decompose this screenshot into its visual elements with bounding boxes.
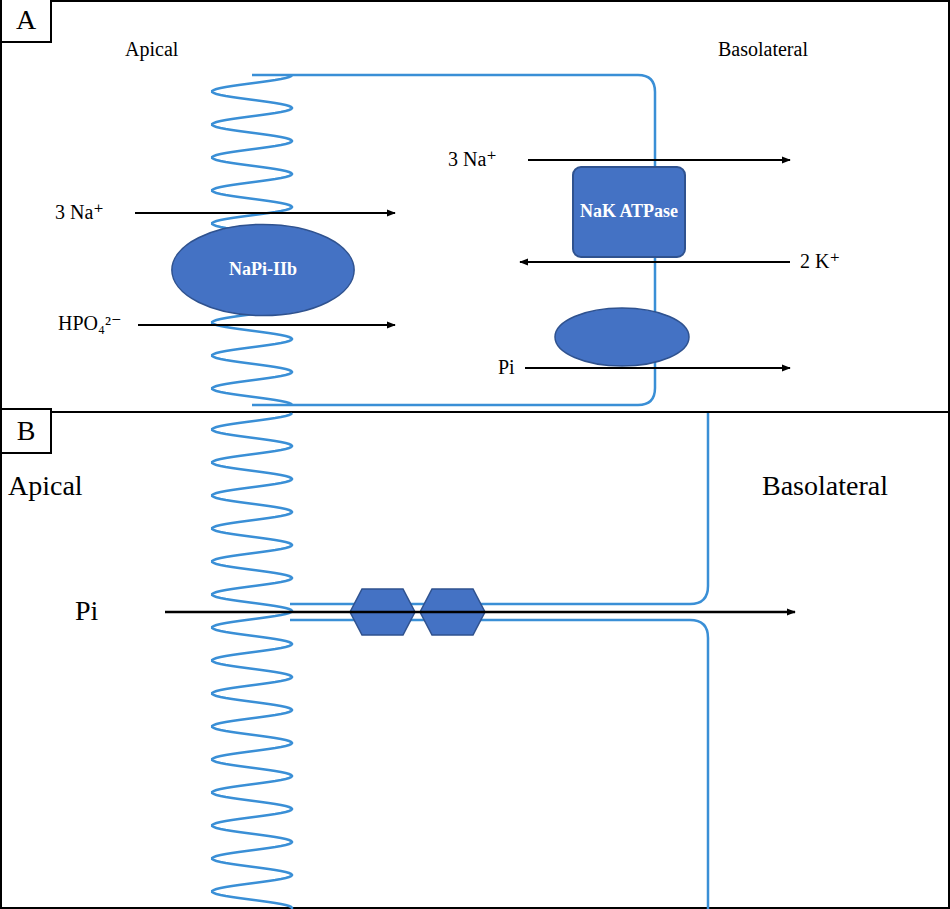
panel-letter-box: B: [0, 408, 52, 454]
ion-label: 2 K⁺: [800, 250, 840, 273]
side-label: Apical: [125, 38, 178, 61]
flux-arrow: [520, 261, 790, 263]
flux-arrow: [165, 611, 795, 614]
flux-arrow: [135, 212, 395, 214]
napi-iib-transporter: NaPi-IIb: [170, 223, 356, 317]
ion-label: Pi: [498, 356, 515, 379]
side-label: Basolateral: [762, 470, 888, 502]
flux-arrow: [525, 367, 790, 369]
pi-transporter: [555, 308, 689, 366]
panel-letter: A: [12, 3, 40, 37]
cell-membrane: [290, 620, 708, 909]
flux-arrow: [138, 324, 395, 326]
side-label: Apical: [8, 470, 83, 502]
transporter-name: NaK ATPase: [576, 201, 682, 223]
ion-label: HPO₄²⁻: [58, 312, 122, 335]
transporter-name: NaPi-IIb: [225, 259, 301, 281]
flux-arrow: [528, 159, 790, 161]
cell-membrane: [290, 413, 708, 604]
nak-atpase-pump: NaK ATPase: [572, 166, 686, 258]
side-label: Basolateral: [718, 38, 808, 61]
panel-border: [1, 1, 949, 412]
ion-label: 3 Na⁺: [448, 148, 497, 171]
panel-border: [1, 412, 949, 908]
microvilli: [212, 413, 292, 909]
panel-letter: B: [13, 414, 40, 448]
ion-label: Pi: [75, 595, 98, 627]
ion-label: 3 Na⁺: [55, 201, 104, 224]
panel-letter-box: A: [0, 0, 52, 43]
